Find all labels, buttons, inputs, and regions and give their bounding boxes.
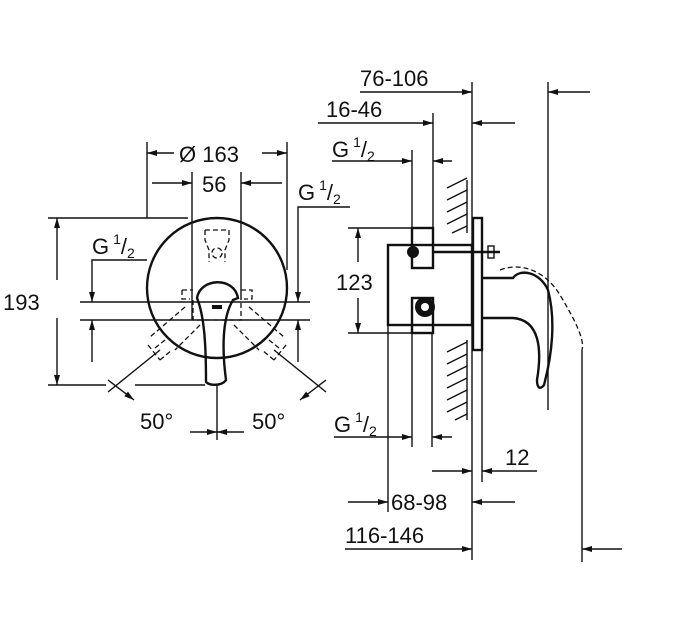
dim-16-46: 16-46: [326, 97, 382, 122]
dim-diameter-163: Ø 163: [179, 142, 239, 167]
lever-logo: [212, 305, 222, 309]
valve-knob: [407, 246, 419, 258]
wall-hatching: [446, 177, 468, 421]
angle-line-right: [273, 349, 327, 393]
hidden-right-outlet: [241, 289, 287, 361]
hidden-left-outlet: [147, 289, 193, 361]
lever-handle: [195, 281, 240, 386]
dim-76-106: 76-106: [360, 66, 429, 91]
angle-left-50: 50°: [140, 409, 173, 434]
angle-right-50: 50°: [252, 409, 285, 434]
dim-68-98: 68-98: [391, 490, 447, 515]
thread-leader-left: [89, 259, 147, 302]
valve-knob-center: [421, 303, 429, 311]
lever-open-position: [499, 266, 584, 351]
dim-12: 12: [505, 445, 529, 470]
angle-line-left: [107, 349, 161, 393]
dim-56: 56: [202, 172, 226, 197]
hidden-screw: [211, 247, 223, 259]
side-lever: [482, 271, 554, 389]
wall-plate: [471, 216, 484, 352]
angle-guide-right: [233, 306, 285, 351]
dim-193: 193: [3, 290, 40, 315]
cover-plate: [145, 216, 289, 360]
angle-guide-left: [149, 306, 201, 351]
angle-arrow: [107, 379, 135, 401]
spindle-stop: [487, 245, 495, 259]
dim-116-146: 116-146: [345, 523, 424, 548]
angle-arrow: [299, 379, 327, 401]
dim-123: 123: [336, 270, 373, 295]
thread-leader-right: [295, 206, 350, 302]
